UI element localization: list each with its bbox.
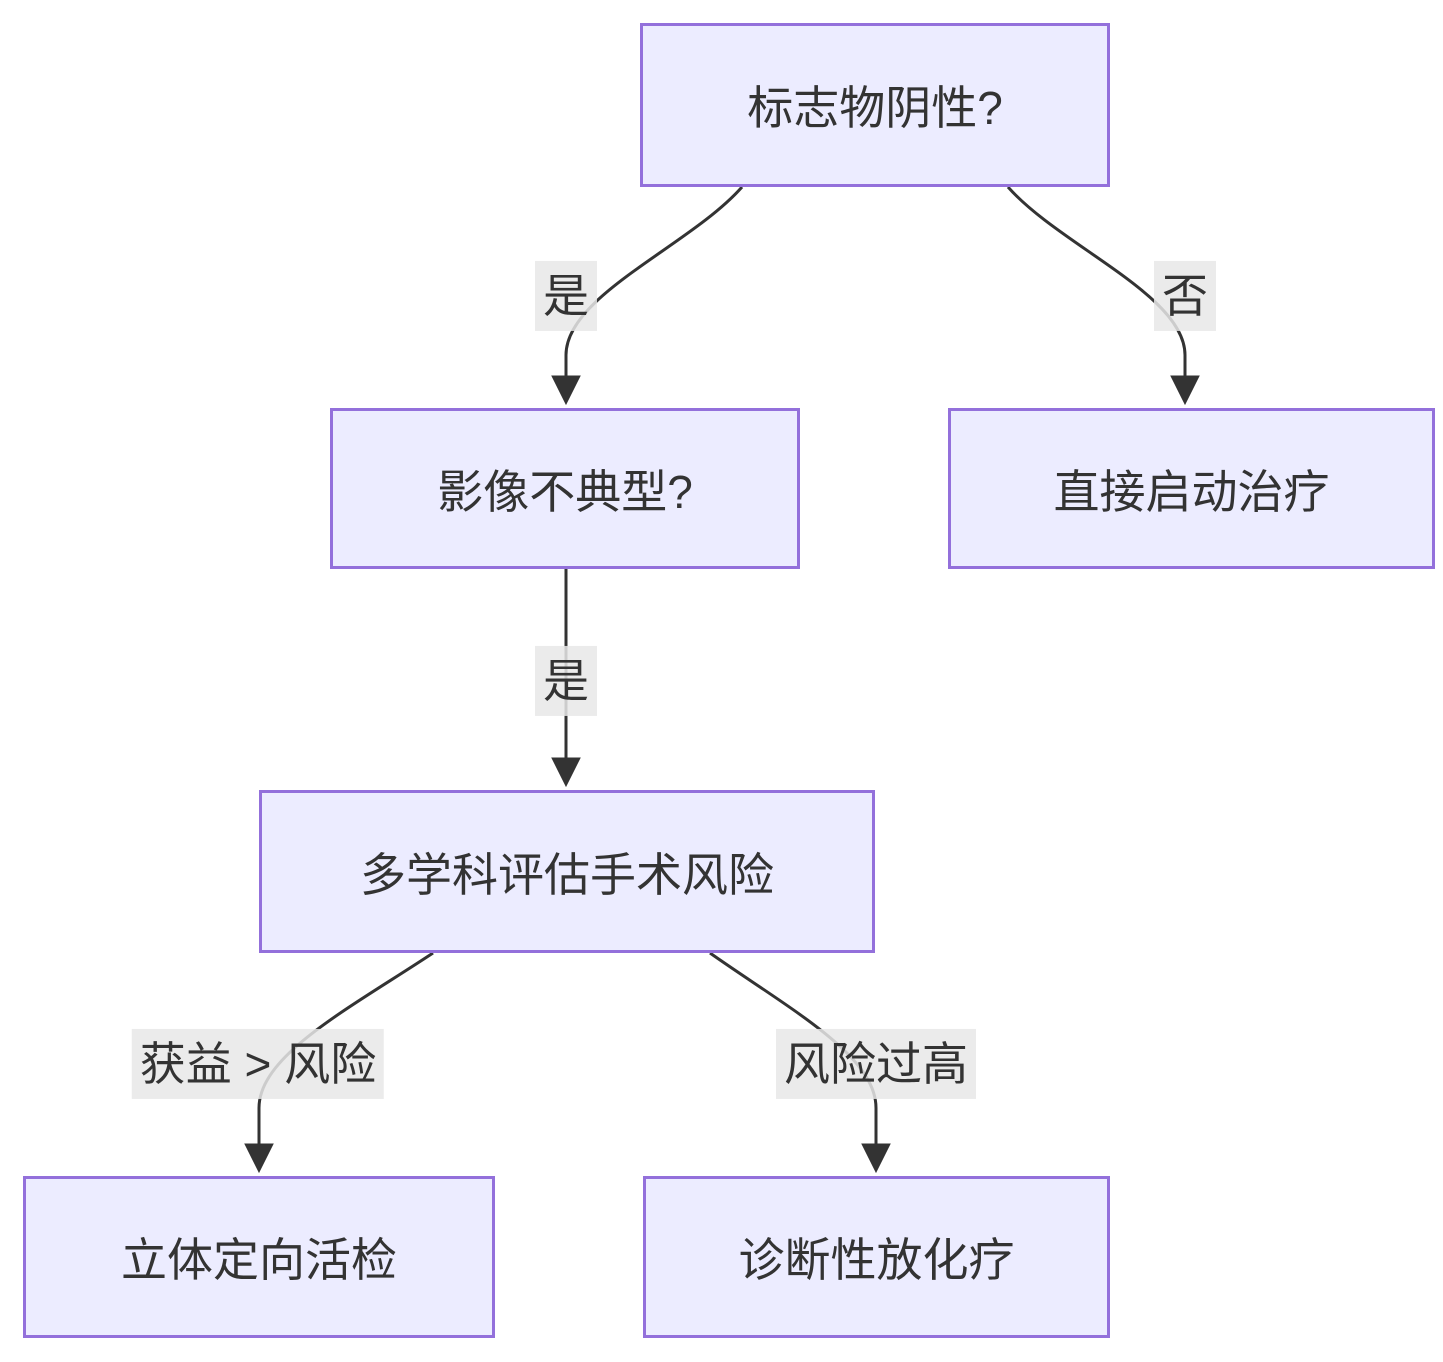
edge-label-no: 否 bbox=[1154, 260, 1216, 332]
arrowhead-icon bbox=[551, 375, 581, 406]
node-label: 诊断性放化疗 bbox=[738, 1234, 1015, 1286]
node-label: 立体定向活检 bbox=[121, 1234, 397, 1286]
arrowhead-icon bbox=[1170, 375, 1200, 406]
node-start-treatment-directly: 直接启动治疗 bbox=[948, 408, 1435, 569]
node-diagnostic-chemoradiotherapy: 诊断性放化疗 bbox=[643, 1176, 1110, 1338]
arrowhead-icon bbox=[551, 757, 581, 788]
edge-biomarker-to-treatment bbox=[1006, 186, 1187, 378]
edge-label-yes-middle: 是 bbox=[535, 645, 597, 717]
edge-label-yes-left: 是 bbox=[535, 260, 597, 332]
node-label: 多学科评估手术风险 bbox=[360, 848, 774, 901]
node-label: 直接启动治疗 bbox=[1053, 465, 1330, 518]
edge-label-benefit-gt-risk: 获益 > 风险 bbox=[131, 1028, 385, 1100]
node-biomarker-negative-question: 标志物阴性? bbox=[640, 23, 1110, 187]
node-multidisciplinary-surgical-risk-assessment: 多学科评估手术风险 bbox=[259, 790, 875, 953]
edge-label-risk-too-high: 风险过高 bbox=[776, 1028, 976, 1100]
edge-biomarker-to-imaging bbox=[564, 186, 744, 378]
arrowhead-icon bbox=[244, 1143, 274, 1174]
node-label: 影像不典型? bbox=[437, 465, 693, 518]
node-label: 标志物阴性? bbox=[747, 82, 1003, 134]
arrowhead-icon bbox=[861, 1143, 891, 1174]
node-imaging-atypical-question: 影像不典型? bbox=[330, 408, 800, 569]
node-stereotactic-biopsy: 立体定向活检 bbox=[23, 1176, 495, 1338]
